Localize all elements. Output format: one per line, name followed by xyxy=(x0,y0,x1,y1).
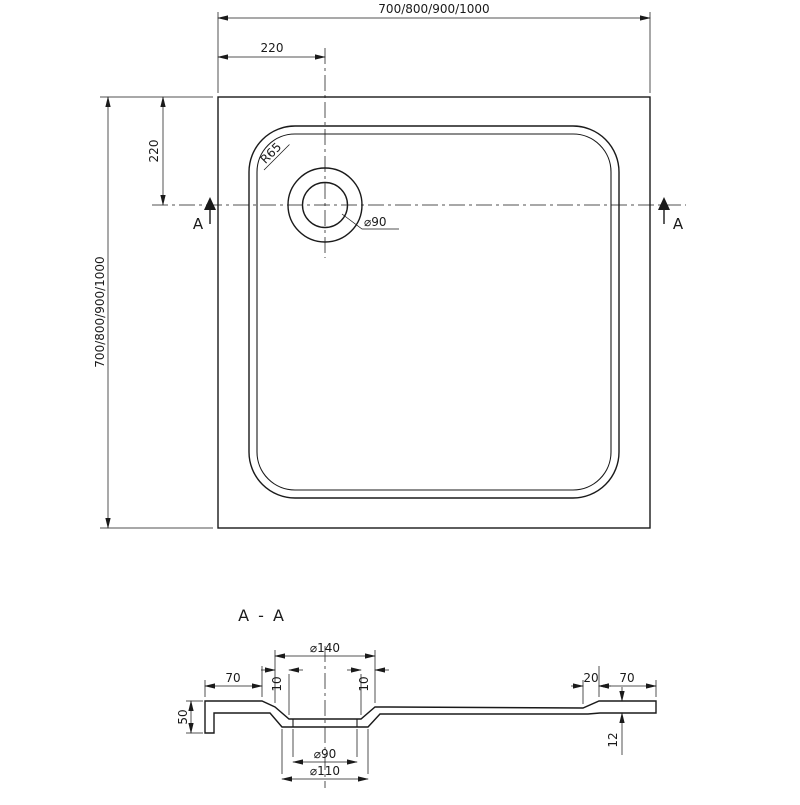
left-slope-label: 10 xyxy=(270,676,284,691)
height-dim-label: 700/800/900/1000 xyxy=(93,256,107,367)
drain-offset-x-label: 220 xyxy=(261,41,284,55)
recess-extension-lines xyxy=(274,650,376,703)
right-flange-label: 70 xyxy=(619,671,634,685)
right-height-label: 12 xyxy=(606,732,620,747)
drain-hole-label: ⌀90 xyxy=(314,747,337,761)
section-letter-left: A xyxy=(193,215,204,233)
corner-radius-leader xyxy=(263,144,290,171)
top-view: 700/800/900/1000 220 700/800/900/1000 22… xyxy=(93,2,686,529)
drain-flange-label: ⌀110 xyxy=(310,764,340,778)
right-step-label: 20 xyxy=(583,671,598,685)
drain-hole-extensions xyxy=(292,729,358,757)
section-letter-right: A xyxy=(673,215,684,233)
width-dim-label: 700/800/900/1000 xyxy=(378,2,489,16)
section-view: A - A ⌀140 10 10 70 20 70 xyxy=(176,606,657,788)
recess-diameter-label: ⌀140 xyxy=(310,641,340,655)
left-height-label: 50 xyxy=(176,709,190,724)
right-slope-label: 10 xyxy=(357,676,371,691)
section-marker-right: A xyxy=(658,197,684,233)
drain-hole-edges xyxy=(292,719,358,727)
corner-radius-label: R65 xyxy=(258,140,285,167)
height-extension-lines xyxy=(100,96,213,529)
section-title: A - A xyxy=(238,606,286,625)
tray-inner-rim-outer xyxy=(248,125,620,499)
tray-inner-rim-inner xyxy=(256,133,612,491)
width-extension-lines xyxy=(217,12,651,93)
corner-radius-callout: R65 xyxy=(258,140,290,171)
drain-diameter-label: ⌀90 xyxy=(364,215,387,229)
tray-outer-edge xyxy=(217,96,651,529)
section-arrow-left-icon xyxy=(204,197,216,210)
drain-offset-y-label: 220 xyxy=(147,140,161,163)
section-arrow-right-icon xyxy=(658,197,670,210)
drain-diameter-leader xyxy=(341,213,399,230)
left-flange-label: 70 xyxy=(225,671,240,685)
section-marker-left: A xyxy=(193,197,216,233)
tray-section-profile xyxy=(204,700,657,734)
drain-flange-extensions xyxy=(281,729,369,774)
